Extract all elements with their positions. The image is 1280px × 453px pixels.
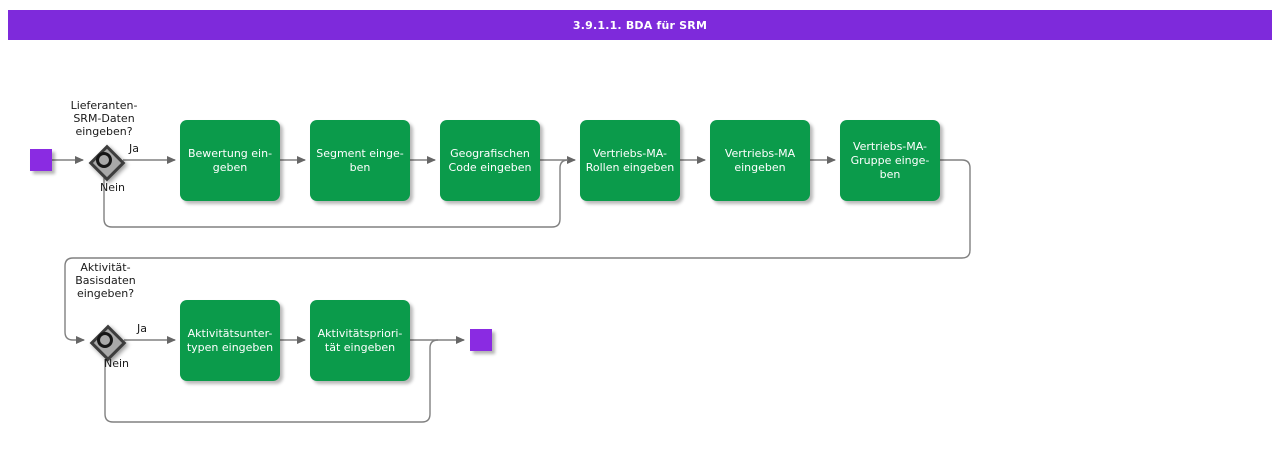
task-geografischen-code-eingeben[interactable]: Geografischen Code eingeben: [440, 120, 540, 201]
task-label: Aktivitätspriori- tät eingeben: [317, 326, 403, 354]
decision1-nein-label: Nein: [100, 181, 126, 194]
decision2-question-label: Aktivität- Basisdaten eingeben?: [75, 261, 136, 300]
task-vertriebs-ma-eingeben[interactable]: Vertriebs-MA eingeben: [710, 120, 810, 201]
task-aktivitaetsuntertypen-eingeben[interactable]: Aktivitätsunter- typen eingeben: [180, 300, 280, 381]
task-vertriebs-ma-gruppe-eingeben[interactable]: Vertriebs-MA- Gruppe einge- ben: [840, 120, 940, 201]
decision1-ja-label: Ja: [129, 142, 139, 155]
task-label: Aktivitätsunter- typen eingeben: [186, 326, 274, 354]
decision2-ja-label: Ja: [137, 322, 147, 335]
task-vertriebs-ma-rollen-eingeben[interactable]: Vertriebs-MA- Rollen eingeben: [580, 120, 680, 201]
page-title: 3.9.1.1. BDA für SRM: [572, 18, 708, 32]
task-label: Geografischen Code eingeben: [448, 146, 532, 174]
task-aktivitaetsprioritaet-eingeben[interactable]: Aktivitätspriori- tät eingeben: [310, 300, 410, 381]
title-bar: 3.9.1.1. BDA für SRM: [8, 10, 1272, 40]
start-event[interactable]: [30, 149, 52, 171]
task-segment-eingeben[interactable]: Segment einge- ben: [310, 120, 410, 201]
decision1-question-label: Lieferanten- SRM-Daten eingeben?: [70, 99, 138, 138]
task-label: Vertriebs-MA- Rollen eingeben: [585, 146, 675, 174]
decision2-circle-icon: [97, 332, 113, 348]
task-label: Bewertung ein- geben: [187, 146, 273, 174]
task-bewertung-eingeben[interactable]: Bewertung ein- geben: [180, 120, 280, 201]
decision1-circle-icon: [96, 152, 112, 168]
end-event[interactable]: [470, 329, 492, 351]
task-label: Vertriebs-MA- Gruppe einge- ben: [850, 139, 930, 181]
task-label: Vertriebs-MA eingeben: [724, 146, 796, 174]
decision2-nein-label: Nein: [104, 357, 130, 370]
task-label: Segment einge- ben: [316, 146, 404, 174]
